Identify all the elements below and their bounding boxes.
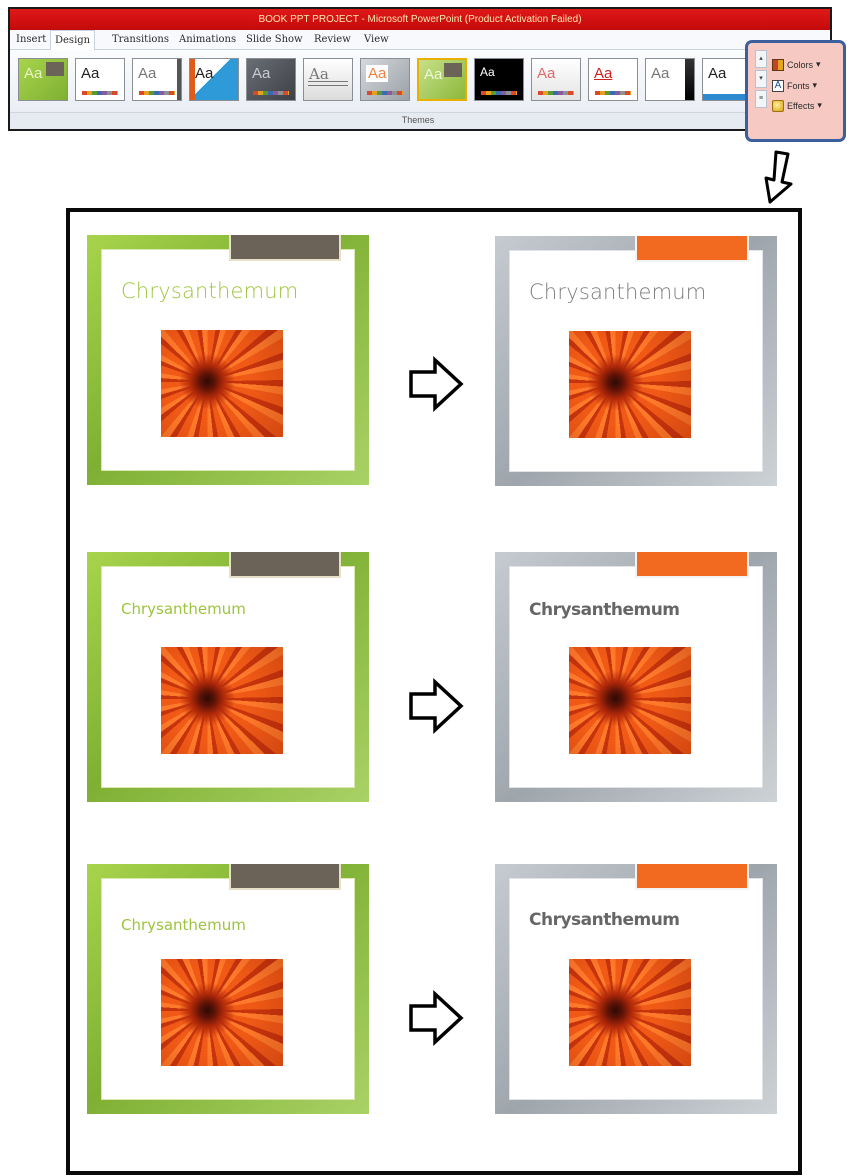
slide-before-1: Chrysanthemum xyxy=(87,235,369,485)
colors-label: Colors xyxy=(787,59,814,70)
theme-thumb[interactable]: Aa xyxy=(132,58,182,101)
slide-accent-tab xyxy=(635,236,749,262)
theme-swatches xyxy=(253,91,289,95)
chevron-down-icon: ▾ xyxy=(816,59,821,69)
right-arrow-icon xyxy=(409,990,464,1046)
chevron-down-icon: ▾ xyxy=(812,80,818,90)
theme-swatches xyxy=(538,91,574,95)
themes-gallery: Aa Aa Aa Aa Aa Aa Aa xyxy=(10,50,752,112)
chevron-down-icon: ▾ xyxy=(817,100,822,110)
effects-label: Effects xyxy=(787,100,815,111)
theme-thumb[interactable]: Aa xyxy=(303,58,353,101)
theme-sample-text: Aa xyxy=(366,65,389,82)
theme-sample-text: Aa xyxy=(24,65,43,82)
chrysanthemum-image xyxy=(569,959,691,1066)
slide-title: Chrysanthemum xyxy=(529,280,707,304)
ribbon-tab-bar: Insert Design Transitions Animations Sli… xyxy=(10,30,830,51)
colors-icon xyxy=(772,58,784,71)
theme-side-bar xyxy=(190,59,195,100)
theme-side-bar xyxy=(685,59,694,100)
theme-sample-text: Aa xyxy=(252,65,271,82)
theme-sample-text: Aa xyxy=(480,65,495,79)
theme-sample-text: Aa xyxy=(537,65,556,82)
right-arrow-icon xyxy=(409,678,464,734)
theme-swatches xyxy=(139,91,175,95)
chrysanthemum-image xyxy=(569,647,691,754)
tab-transitions[interactable]: Transitions xyxy=(112,34,169,45)
theme-sample-text: Aa xyxy=(708,65,727,82)
theme-side-bar xyxy=(177,59,181,100)
tab-animations[interactable]: Animations xyxy=(179,34,237,45)
tab-insert[interactable]: Insert xyxy=(16,34,47,45)
tab-slide-show[interactable]: Slide Show xyxy=(246,34,303,45)
theme-thumb-selected[interactable]: Aa xyxy=(417,58,467,101)
slide-before-3: Chrysanthemum xyxy=(87,864,369,1114)
theme-thumb[interactable]: Aa xyxy=(18,58,68,101)
slide-accent-tab xyxy=(635,864,749,890)
theme-accent-block xyxy=(444,63,462,77)
theme-sample-text: Aa xyxy=(309,65,329,83)
theme-swatches xyxy=(367,91,403,95)
fonts-label: Fonts xyxy=(787,80,810,91)
theme-sample-text: Aa xyxy=(195,65,214,82)
theme-sample-text: Aa xyxy=(651,65,670,82)
theme-sample-text: Aa xyxy=(138,65,157,82)
slide-before-2: Chrysanthemum xyxy=(87,552,369,802)
theme-sample-text: Aa xyxy=(424,66,443,83)
theme-sample-text: Aa xyxy=(594,65,613,82)
gallery-scroll-down[interactable]: ▾ xyxy=(755,70,767,88)
fonts-icon: A xyxy=(772,79,784,92)
theme-swatches xyxy=(595,91,631,95)
window-title: BOOK PPT PROJECT - Microsoft PowerPoint … xyxy=(10,9,830,30)
slide-title: Chrysanthemum xyxy=(529,600,680,620)
slide-title: Chrysanthemum xyxy=(121,600,246,618)
slide-accent-tab xyxy=(229,235,341,261)
theme-thumb[interactable]: Aa xyxy=(531,58,581,101)
themes-group-label: Themes xyxy=(10,112,826,129)
slide-title: Chrysanthemum xyxy=(121,916,246,934)
comparison-frame: Chrysanthemum Chrysanthemum Chrysanthemu… xyxy=(66,208,802,1175)
effects-button[interactable]: Effects ▾ xyxy=(772,97,822,114)
slide-accent-tab xyxy=(635,552,749,578)
gallery-scroll-up[interactable]: ▴ xyxy=(755,50,767,68)
right-arrow-icon xyxy=(409,356,464,412)
theme-bottom-bar xyxy=(703,94,751,100)
theme-thumb[interactable]: Aa xyxy=(645,58,695,101)
fonts-button[interactable]: A Fonts ▾ xyxy=(772,77,817,94)
theme-accent-block xyxy=(46,62,64,76)
theme-thumb[interactable]: Aa xyxy=(246,58,296,101)
slide-title: Chrysanthemum xyxy=(121,279,299,303)
gallery-more[interactable]: ≡ xyxy=(755,90,767,108)
chrysanthemum-image xyxy=(161,959,283,1066)
slide-after-1: Chrysanthemum xyxy=(495,236,777,486)
chrysanthemum-image xyxy=(161,330,283,437)
slide-after-2: Chrysanthemum xyxy=(495,552,777,802)
slide-accent-tab xyxy=(229,552,341,578)
theme-sample-text: Aa xyxy=(81,65,100,82)
theme-swatches xyxy=(481,91,517,95)
down-arrow-icon xyxy=(764,150,793,204)
slide-after-3: Chrysanthemum xyxy=(495,864,777,1114)
theme-thumb[interactable]: Aa xyxy=(75,58,125,101)
theme-thumb[interactable]: Aa xyxy=(474,58,524,101)
theme-swatches xyxy=(82,91,118,95)
chrysanthemum-image xyxy=(161,647,283,754)
slide-accent-tab xyxy=(229,864,341,890)
powerpoint-ribbon: BOOK PPT PROJECT - Microsoft PowerPoint … xyxy=(8,7,832,131)
theme-thumb[interactable]: Aa xyxy=(189,58,239,101)
theme-thumb[interactable]: Aa xyxy=(360,58,410,101)
tab-review[interactable]: Review xyxy=(314,34,351,45)
tab-view[interactable]: View xyxy=(364,34,389,45)
gallery-scroll: ▴ ▾ ≡ xyxy=(755,50,767,110)
slide-title: Chrysanthemum xyxy=(529,910,680,930)
effects-icon xyxy=(772,99,784,112)
chrysanthemum-image xyxy=(569,331,691,438)
tab-design[interactable]: Design xyxy=(50,30,96,51)
theme-thumb[interactable]: Aa xyxy=(588,58,638,101)
theme-rule xyxy=(308,81,348,86)
colors-button[interactable]: Colors ▾ xyxy=(772,56,821,73)
